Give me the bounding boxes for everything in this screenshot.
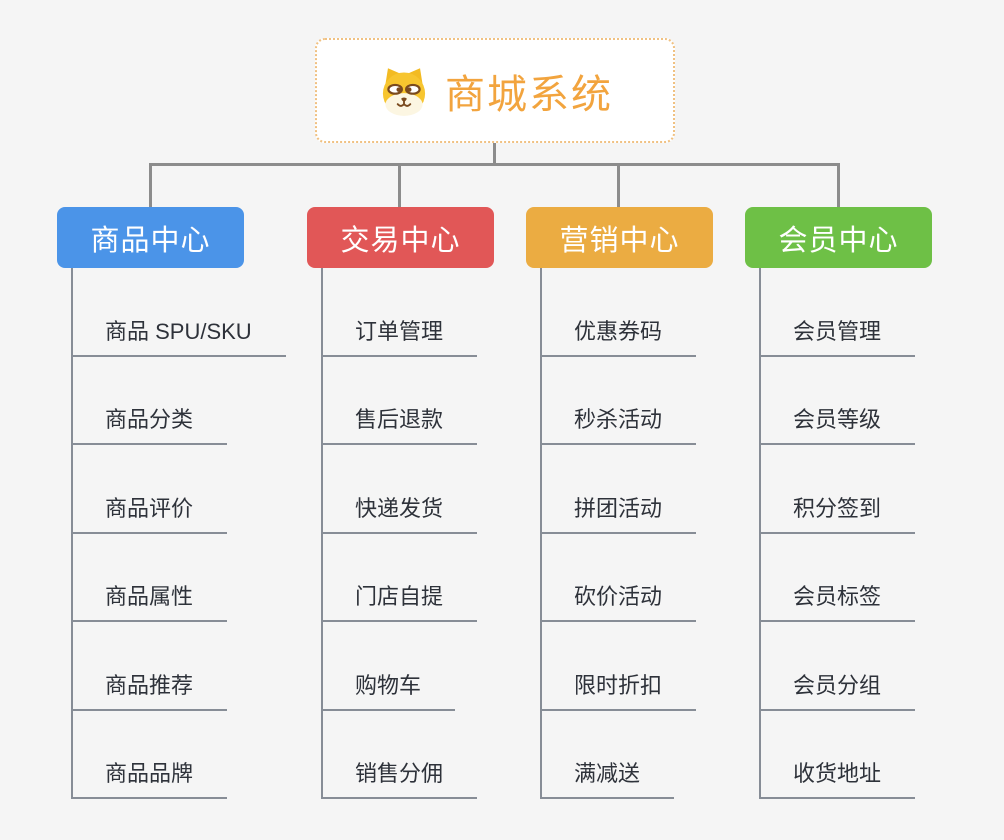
leaf-node[interactable]: 快递发货	[323, 445, 478, 534]
branch-label: 会员中心	[778, 224, 899, 257]
leaf-node[interactable]: 商品分类	[73, 357, 228, 445]
branch-node[interactable]: 商品中心	[57, 207, 244, 268]
leaf-node[interactable]: 销售分佣	[323, 711, 478, 799]
branch-leaves: 商品 SPU/SKU 商品分类商品评价商品属性商品推荐商品品牌	[71, 268, 286, 799]
branch-label: 营销中心	[559, 224, 680, 257]
leaf-node[interactable]: 会员等级	[761, 357, 916, 445]
leaf-node[interactable]: 售后退款	[323, 357, 478, 445]
leaf-label: 满减送	[574, 761, 641, 786]
leaf-node[interactable]: 订单管理	[323, 268, 478, 357]
leaf-label: 商品 SPU/SKU	[105, 318, 252, 344]
root-node[interactable]: 商城系统	[315, 38, 675, 143]
leaf-node[interactable]: 商品品牌	[73, 711, 228, 799]
leaf-label: 拼团活动	[574, 495, 663, 521]
leaf-label: 积分签到	[793, 495, 882, 521]
leaf-node[interactable]: 限时折扣	[542, 622, 697, 711]
leaf-label: 商品分类	[105, 407, 194, 432]
leaf-node[interactable]: 积分签到	[761, 445, 916, 534]
leaf-label: 商品属性	[105, 584, 194, 609]
leaf-label: 会员标签	[793, 584, 882, 609]
branch-column: 商品中心 商品 SPU/SKU 商品分类商品评价商品属性商品推荐商品品牌	[57, 207, 286, 799]
branch-column: 营销中心 优惠券码秒杀活动拼团活动砍价活动限时折扣满减送	[526, 207, 713, 799]
connector-drop-4	[837, 165, 840, 207]
leaf-node[interactable]: 会员分组	[761, 622, 916, 711]
leaf-label: 商品评价	[105, 495, 194, 521]
branch-node[interactable]: 营销中心	[526, 207, 713, 268]
leaf-label: 商品品牌	[105, 761, 194, 786]
leaf-node[interactable]: 收货地址	[761, 711, 916, 799]
branch-leaves: 订单管理售后退款快递发货门店自提购物车销售分佣	[321, 268, 478, 799]
branch-column: 交易中心 订单管理售后退款快递发货门店自提购物车销售分佣	[307, 207, 494, 799]
leaf-node[interactable]: 秒杀活动	[542, 357, 697, 445]
leaf-node[interactable]: 会员管理	[761, 268, 916, 357]
leaf-node[interactable]: 砍价活动	[542, 534, 697, 622]
branch-column: 会员中心 会员管理会员等级积分签到会员标签会员分组收货地址	[745, 207, 932, 799]
leaf-label: 秒杀活动	[574, 407, 663, 432]
leaf-label: 购物车	[355, 672, 422, 698]
leaf-label: 售后退款	[355, 407, 444, 432]
leaf-label: 会员分组	[793, 672, 882, 698]
leaf-node[interactable]: 商品 SPU/SKU	[73, 268, 286, 357]
leaf-node[interactable]: 满减送	[542, 711, 675, 799]
leaf-label: 优惠券码	[574, 318, 663, 344]
leaf-node[interactable]: 商品属性	[73, 534, 228, 622]
leaf-node[interactable]: 商品推荐	[73, 622, 228, 711]
connector-drop-3	[617, 165, 620, 207]
leaf-label: 订单管理	[355, 318, 444, 344]
connector-drop-1	[149, 165, 152, 207]
leaf-node[interactable]: 商品评价	[73, 445, 228, 534]
connector-bus	[149, 163, 840, 166]
branch-node[interactable]: 交易中心	[307, 207, 494, 268]
leaf-node[interactable]: 会员标签	[761, 534, 916, 622]
branch-leaves: 会员管理会员等级积分签到会员标签会员分组收货地址	[759, 268, 916, 799]
leaf-label: 收货地址	[793, 761, 882, 786]
root-title: 商城系统	[445, 72, 613, 117]
leaf-label: 商品推荐	[105, 672, 194, 698]
branch-label: 交易中心	[340, 224, 461, 257]
connector-root-stub	[493, 143, 496, 165]
leaf-label: 会员管理	[793, 318, 882, 344]
leaf-node[interactable]: 门店自提	[323, 534, 478, 622]
branch-leaves: 优惠券码秒杀活动拼团活动砍价活动限时折扣满减送	[540, 268, 697, 799]
leaf-label: 销售分佣	[355, 761, 444, 786]
leaf-node[interactable]: 拼团活动	[542, 445, 697, 534]
leaf-node[interactable]: 优惠券码	[542, 268, 697, 357]
leaf-label: 会员等级	[793, 407, 882, 432]
branch-node[interactable]: 会员中心	[745, 207, 932, 268]
leaf-label: 门店自提	[355, 584, 444, 609]
branch-label: 商品中心	[90, 224, 211, 257]
leaf-node[interactable]: 购物车	[323, 622, 456, 711]
leaf-label: 快递发货	[355, 495, 444, 521]
leaf-label: 砍价活动	[574, 584, 663, 609]
shiba-dog-icon	[382, 67, 426, 116]
connector-drop-2	[398, 165, 401, 207]
leaf-label: 限时折扣	[574, 672, 663, 698]
